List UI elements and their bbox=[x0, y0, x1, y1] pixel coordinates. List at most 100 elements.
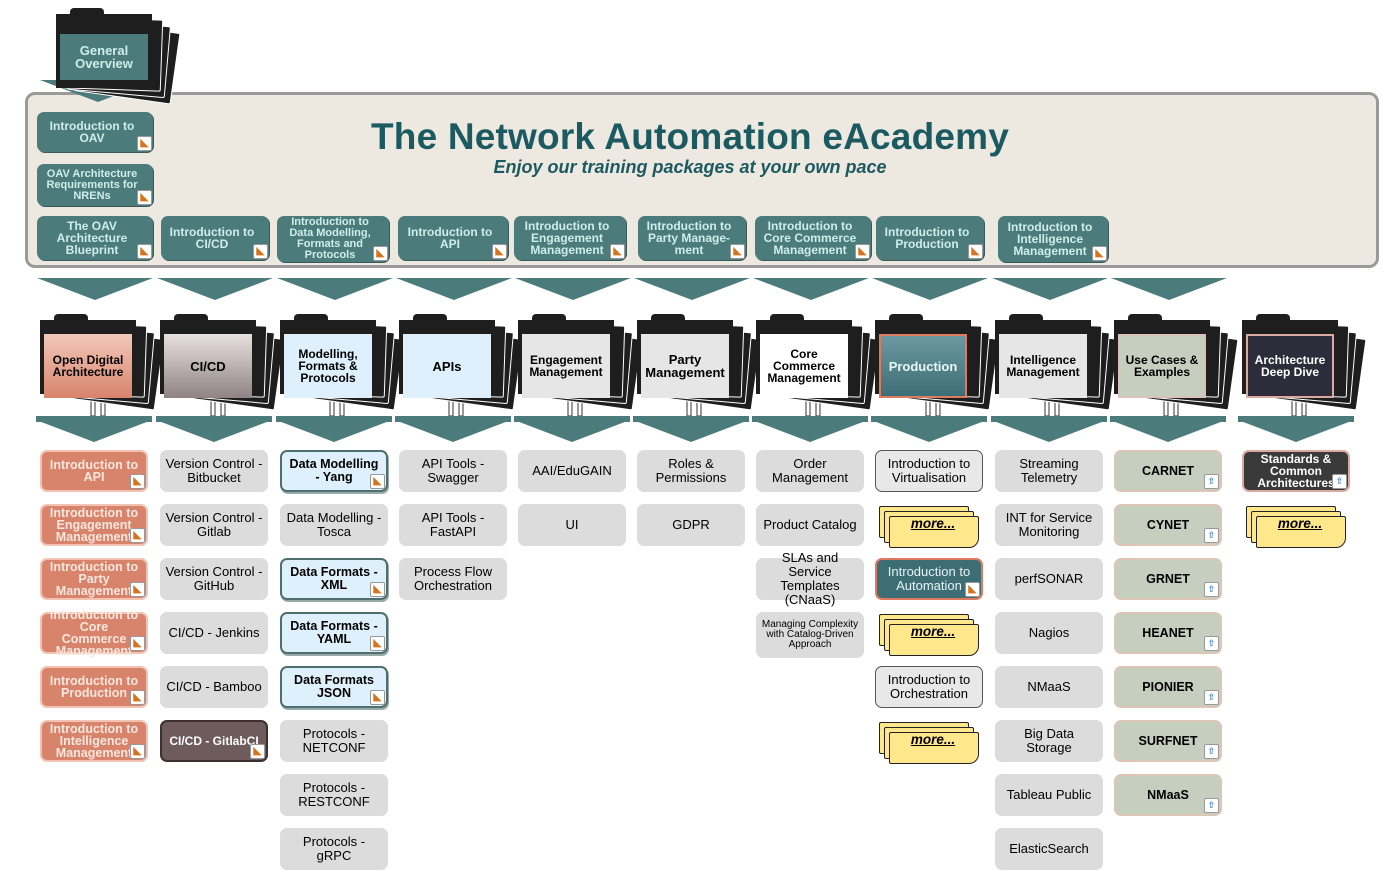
folder-4[interactable]: Engagement Management bbox=[518, 314, 643, 411]
intro-link-4[interactable]: Introduction to CI/CD◣ bbox=[161, 216, 269, 260]
folder-1[interactable]: CI/CD bbox=[160, 314, 285, 411]
item-6-2[interactable]: SLAs and Service Templates (CNaaS) bbox=[756, 551, 864, 607]
more-link[interactable]: more... bbox=[879, 506, 981, 548]
item-0-1[interactable]: Introduction to Engagement Management◣ bbox=[40, 504, 148, 546]
folder-label: General Overview bbox=[60, 34, 148, 80]
link-arrow-icon: ⇧ bbox=[1204, 636, 1219, 651]
folder-general-overview[interactable]: General Overview bbox=[56, 8, 181, 105]
folder-label: Open Digital Architecture bbox=[44, 334, 132, 398]
arrow-down bbox=[992, 278, 1108, 300]
intro-link-label: Introduction to Intelligence Management bbox=[1007, 220, 1093, 258]
folder-tab bbox=[1009, 314, 1043, 324]
item-1-4[interactable]: CI/CD - Bamboo bbox=[160, 666, 268, 708]
item-label: Data Formats JSON bbox=[294, 673, 374, 700]
item-7-4[interactable]: Introduction to Orchestration bbox=[875, 666, 983, 708]
more-link[interactable]: more... bbox=[1246, 506, 1348, 548]
item-1-3[interactable]: CI/CD - Jenkins bbox=[160, 612, 268, 654]
item-5-1[interactable]: GDPR bbox=[637, 504, 745, 546]
item-9-2[interactable]: GRNET⇧ bbox=[1114, 558, 1222, 600]
item-7-2[interactable]: Introduction to Automation◣ bbox=[875, 558, 983, 600]
item-3-2[interactable]: Process Flow Orchestration bbox=[399, 558, 507, 600]
intro-link-1[interactable]: Introduction to OAV◣ bbox=[37, 112, 153, 152]
item-8-5[interactable]: Big Data Storage bbox=[995, 720, 1103, 762]
arrow-down bbox=[633, 420, 749, 442]
item-2-0[interactable]: Data Modelling - Yang◣ bbox=[280, 450, 388, 492]
intro-link-10[interactable]: Introduction to Production◣ bbox=[876, 216, 984, 260]
arrow-bar bbox=[395, 416, 511, 422]
intro-link-2[interactable]: OAV Architecture Requirements for NRENs◣ bbox=[37, 164, 153, 206]
item-label: Version Control - Bitbucket bbox=[165, 456, 263, 485]
intro-link-5[interactable]: Introduction to Data Modelling, Formats … bbox=[277, 216, 389, 262]
item-2-4[interactable]: Data Formats JSON◣ bbox=[280, 666, 388, 708]
intro-link-label: Introduction to CI/CD bbox=[169, 225, 255, 251]
item-0-4[interactable]: Introduction to Production◣ bbox=[40, 666, 148, 708]
item-label: Tableau Public bbox=[1006, 787, 1092, 802]
item-2-1[interactable]: Data Modelling - Tosca bbox=[280, 504, 388, 546]
item-10-0[interactable]: Standards & Common Architectures⇧ bbox=[1242, 450, 1350, 492]
item-9-3[interactable]: HEANET⇧ bbox=[1114, 612, 1222, 654]
item-8-3[interactable]: Nagios bbox=[995, 612, 1103, 654]
item-9-4[interactable]: PIONIER⇧ bbox=[1114, 666, 1222, 708]
folder-2[interactable]: Modelling, Formats & Protocols bbox=[280, 314, 405, 411]
intro-link-9[interactable]: Introduction to Core Commerce Management… bbox=[755, 216, 871, 260]
item-1-0[interactable]: Version Control - Bitbucket bbox=[160, 450, 268, 492]
folder-7[interactable]: Production bbox=[875, 314, 1000, 411]
more-link[interactable]: more... bbox=[879, 614, 981, 656]
folder-8[interactable]: Intelligence Management bbox=[995, 314, 1120, 411]
item-1-5[interactable]: CI/CD - GitlabCI◣ bbox=[160, 720, 268, 762]
item-6-3[interactable]: Managing Complexity with Catalog-Driven … bbox=[756, 612, 864, 658]
item-2-7[interactable]: Protocols - gRPC bbox=[280, 828, 388, 870]
item-0-2[interactable]: Introduction to Party Management◣ bbox=[40, 558, 148, 600]
item-5-0[interactable]: Roles & Permissions bbox=[637, 450, 745, 492]
item-9-1[interactable]: CYNET⇧ bbox=[1114, 504, 1222, 546]
item-2-2[interactable]: Data Formats - XML◣ bbox=[280, 558, 388, 600]
item-9-6[interactable]: NMaaS⇧ bbox=[1114, 774, 1222, 816]
intro-link-3[interactable]: The OAV Architecture Blueprint◣ bbox=[37, 216, 153, 260]
folder-3[interactable]: APIs bbox=[399, 314, 524, 411]
item-8-2[interactable]: perfSONAR bbox=[995, 558, 1103, 600]
item-2-6[interactable]: Protocols - RESTCONF bbox=[280, 774, 388, 816]
item-1-2[interactable]: Version Control - GitHub bbox=[160, 558, 268, 600]
folder-tab bbox=[294, 314, 328, 324]
item-2-5[interactable]: Protocols - NETCONF bbox=[280, 720, 388, 762]
item-8-1[interactable]: INT for Service Monitoring bbox=[995, 504, 1103, 546]
arrow-down bbox=[752, 420, 868, 442]
document-link-icon: ◣ bbox=[130, 528, 145, 543]
item-label: Version Control - Gitlab bbox=[165, 510, 263, 539]
item-4-1[interactable]: UI bbox=[518, 504, 626, 546]
item-9-5[interactable]: SURFNET⇧ bbox=[1114, 720, 1222, 762]
item-9-0[interactable]: CARNET⇧ bbox=[1114, 450, 1222, 492]
folder-10[interactable]: Architecture Deep Dive bbox=[1242, 314, 1367, 411]
item-6-0[interactable]: Order Management bbox=[756, 450, 864, 492]
intro-link-8[interactable]: Introduction to Party Manage-ment◣ bbox=[638, 216, 746, 260]
item-6-1[interactable]: Product Catalog bbox=[756, 504, 864, 546]
item-8-0[interactable]: Streaming Telemetry bbox=[995, 450, 1103, 492]
item-0-5[interactable]: Introduction to Intelligence Management◣ bbox=[40, 720, 148, 762]
document-link-icon: ◣ bbox=[855, 244, 870, 259]
item-0-3[interactable]: Introduction to Core Commerce Management… bbox=[40, 609, 148, 657]
item-4-0[interactable]: AAI/EduGAIN bbox=[518, 450, 626, 492]
folder-tab bbox=[532, 314, 566, 324]
folder-6[interactable]: Core Commerce Management bbox=[756, 314, 881, 411]
intro-link-7[interactable]: Introduction to Engagement Management◣ bbox=[514, 216, 626, 260]
folder-label: Modelling, Formats & Protocols bbox=[284, 334, 372, 398]
intro-link-6[interactable]: Introduction to API◣ bbox=[398, 216, 508, 260]
item-7-0[interactable]: Introduction to Virtualisation bbox=[875, 450, 983, 492]
item-label: perfSONAR bbox=[1014, 571, 1084, 586]
folder-9[interactable]: Use Cases & Examples bbox=[1114, 314, 1239, 411]
item-3-0[interactable]: API Tools - Swagger bbox=[399, 450, 507, 492]
folder-5[interactable]: Party Management bbox=[637, 314, 762, 411]
document-link-icon: ◣ bbox=[253, 244, 268, 259]
intro-link-11[interactable]: Introduction to Intelligence Management◣ bbox=[998, 216, 1108, 262]
item-8-7[interactable]: ElasticSearch bbox=[995, 828, 1103, 870]
item-8-6[interactable]: Tableau Public bbox=[995, 774, 1103, 816]
folder-0[interactable]: Open Digital Architecture bbox=[40, 314, 165, 411]
item-3-1[interactable]: API Tools - FastAPI bbox=[399, 504, 507, 546]
item-0-0[interactable]: Introduction to API◣ bbox=[40, 450, 148, 492]
item-label: Data Formats - YAML bbox=[290, 619, 378, 646]
document-link-icon: ◣ bbox=[130, 690, 145, 705]
item-2-3[interactable]: Data Formats - YAML◣ bbox=[280, 612, 388, 654]
item-1-1[interactable]: Version Control - Gitlab bbox=[160, 504, 268, 546]
item-8-4[interactable]: NMaaS bbox=[995, 666, 1103, 708]
more-link[interactable]: more... bbox=[879, 722, 981, 764]
